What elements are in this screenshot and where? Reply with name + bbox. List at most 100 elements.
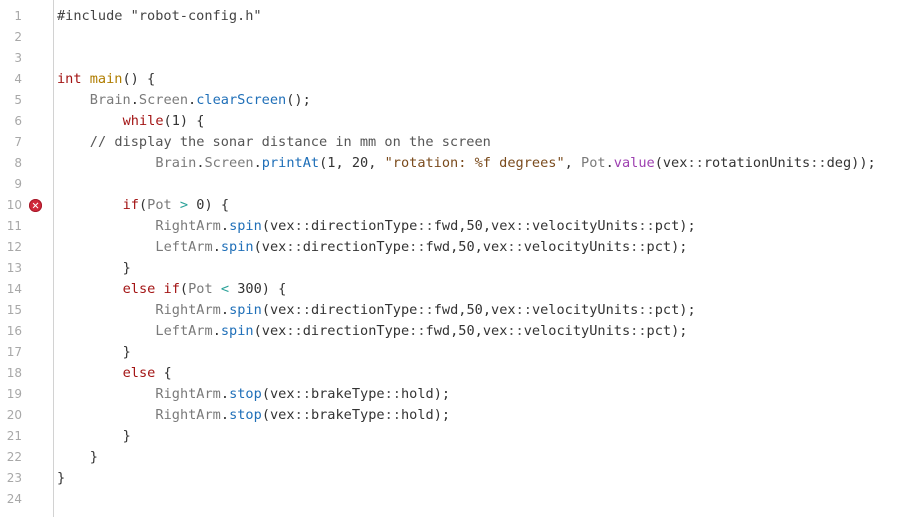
code-text[interactable]: int main() { — [57, 69, 155, 90]
code-token: brakeType — [310, 407, 385, 423]
code-token: . — [212, 323, 221, 339]
code-token — [172, 197, 180, 213]
code-token: . — [220, 218, 230, 234]
code-line-row[interactable]: 4 int main() { — [0, 69, 906, 90]
line-number: 9 — [14, 177, 22, 191]
code-text[interactable]: else if(Pot < 300) { — [57, 279, 287, 300]
error-breakpoint-icon[interactable] — [29, 199, 42, 212]
line-number: 16 — [6, 324, 22, 338]
code-token: RightArm — [155, 386, 221, 402]
code-token: spin — [229, 302, 262, 318]
code-line-row[interactable]: 7 // display the sonar distance in mm on … — [0, 132, 906, 153]
line-number: 1 — [14, 9, 22, 23]
code-text[interactable]: while(1) { — [57, 111, 205, 132]
code-token: stop — [229, 407, 262, 423]
code-token: directionType — [310, 302, 418, 318]
code-text[interactable]: } — [57, 426, 131, 447]
code-text[interactable]: } — [57, 468, 65, 489]
code-line-row[interactable]: 23} — [0, 468, 906, 489]
code-line-row[interactable]: 18 else { — [0, 363, 906, 384]
code-token: fwd,50,vex — [425, 239, 508, 255]
code-token: RightArm — [155, 302, 221, 318]
code-text[interactable]: if(Pot > 0) { — [57, 195, 229, 216]
code-line-row[interactable]: 22} — [0, 447, 906, 468]
code-line-row[interactable]: 2 — [0, 27, 906, 48]
code-token: fwd,50,vex — [425, 323, 508, 339]
code-token: :: — [294, 218, 311, 234]
code-token: , — [564, 155, 582, 171]
code-line-row[interactable]: 24 — [0, 489, 906, 510]
code-text[interactable]: #include "robot-config.h" — [57, 6, 262, 27]
code-token: pct); — [654, 218, 696, 234]
code-token: (vex — [261, 386, 295, 402]
code-token: ( — [179, 281, 189, 297]
code-line-row[interactable]: 21} — [0, 426, 906, 447]
line-number: 4 — [14, 72, 22, 86]
code-token: (); — [286, 92, 311, 108]
code-token: (1) { — [163, 113, 205, 129]
code-text[interactable]: else { — [57, 363, 172, 384]
code-token: . — [130, 92, 139, 108]
line-number: 8 — [14, 156, 22, 170]
code-token: else — [122, 281, 156, 297]
code-text[interactable]: } — [57, 342, 131, 363]
code-token: :: — [810, 155, 827, 171]
line-number: 14 — [6, 282, 22, 296]
code-token: :: — [409, 323, 426, 339]
line-number: 18 — [6, 366, 22, 380]
code-text[interactable]: LeftArm.spin(vex::directionType::fwd,50,… — [57, 237, 687, 258]
code-token: hold); — [400, 386, 451, 402]
line-number: 20 — [6, 408, 22, 422]
code-token: RightArm — [155, 407, 221, 423]
code-token: fwd,50,vex — [433, 218, 516, 234]
code-text[interactable]: RightArm.stop(vex::brakeType::hold); — [57, 384, 450, 405]
code-text[interactable]: LeftArm.spin(vex::directionType::fwd,50,… — [57, 321, 687, 342]
code-token: (vex — [261, 302, 295, 318]
code-token: velocityUnits — [531, 302, 639, 318]
code-token: (1, 20, — [319, 155, 385, 171]
code-token: Pot — [188, 281, 213, 297]
code-line-row[interactable]: 13} — [0, 258, 906, 279]
code-line-row[interactable]: 17} — [0, 342, 906, 363]
code-token: rotationUnits — [703, 155, 811, 171]
code-line-row[interactable]: 16 LeftArm.spin(vex::directionType::fwd,5… — [0, 321, 906, 342]
code-line-row[interactable]: 14 else if(Pot < 300) { — [0, 279, 906, 300]
code-line-row[interactable]: 9 — [0, 174, 906, 195]
code-token: :: — [409, 239, 426, 255]
line-number: 10 — [6, 198, 22, 212]
code-token: 0) { — [188, 197, 230, 213]
code-text[interactable]: Brain.Screen.printAt(1, 20, "rotation: %… — [57, 153, 876, 174]
code-text[interactable]: RightArm.spin(vex::directionType::fwd,50… — [57, 300, 696, 321]
code-text[interactable]: } — [57, 258, 131, 279]
code-token: ( — [138, 197, 148, 213]
code-line-row[interactable]: 8 Brain.Screen.printAt(1, 20, "rotation: … — [0, 153, 906, 174]
code-line-row[interactable]: 20 RightArm.stop(vex::brakeType::hold); — [0, 405, 906, 426]
code-token: brakeType — [310, 386, 385, 402]
code-line-row[interactable]: 3 — [0, 48, 906, 69]
code-line-row[interactable]: 1 #include "robot-config.h" — [0, 6, 906, 27]
code-token: while — [122, 113, 164, 129]
code-text[interactable]: Brain.Screen.clearScreen(); — [57, 90, 311, 111]
code-text[interactable]: RightArm.stop(vex::brakeType::hold); — [57, 405, 450, 426]
code-text[interactable]: // display the sonar distance in mm on t… — [57, 132, 491, 153]
code-text[interactable]: } — [57, 447, 98, 468]
code-token: :: — [515, 218, 532, 234]
code-token: . — [253, 155, 262, 171]
code-token: // display the sonar distance in mm on t… — [89, 134, 491, 150]
line-number: 7 — [14, 135, 22, 149]
line-number: 23 — [6, 471, 22, 485]
code-token: > — [179, 197, 189, 213]
code-text[interactable]: RightArm.spin(vex::directionType::fwd,50… — [57, 216, 696, 237]
code-token: pct); — [654, 302, 696, 318]
code-token: if — [163, 281, 180, 297]
code-line-row[interactable]: 10 if(Pot > 0) { — [0, 195, 906, 216]
code-token: fwd,50,vex — [433, 302, 516, 318]
code-token: deg)); — [826, 155, 876, 171]
